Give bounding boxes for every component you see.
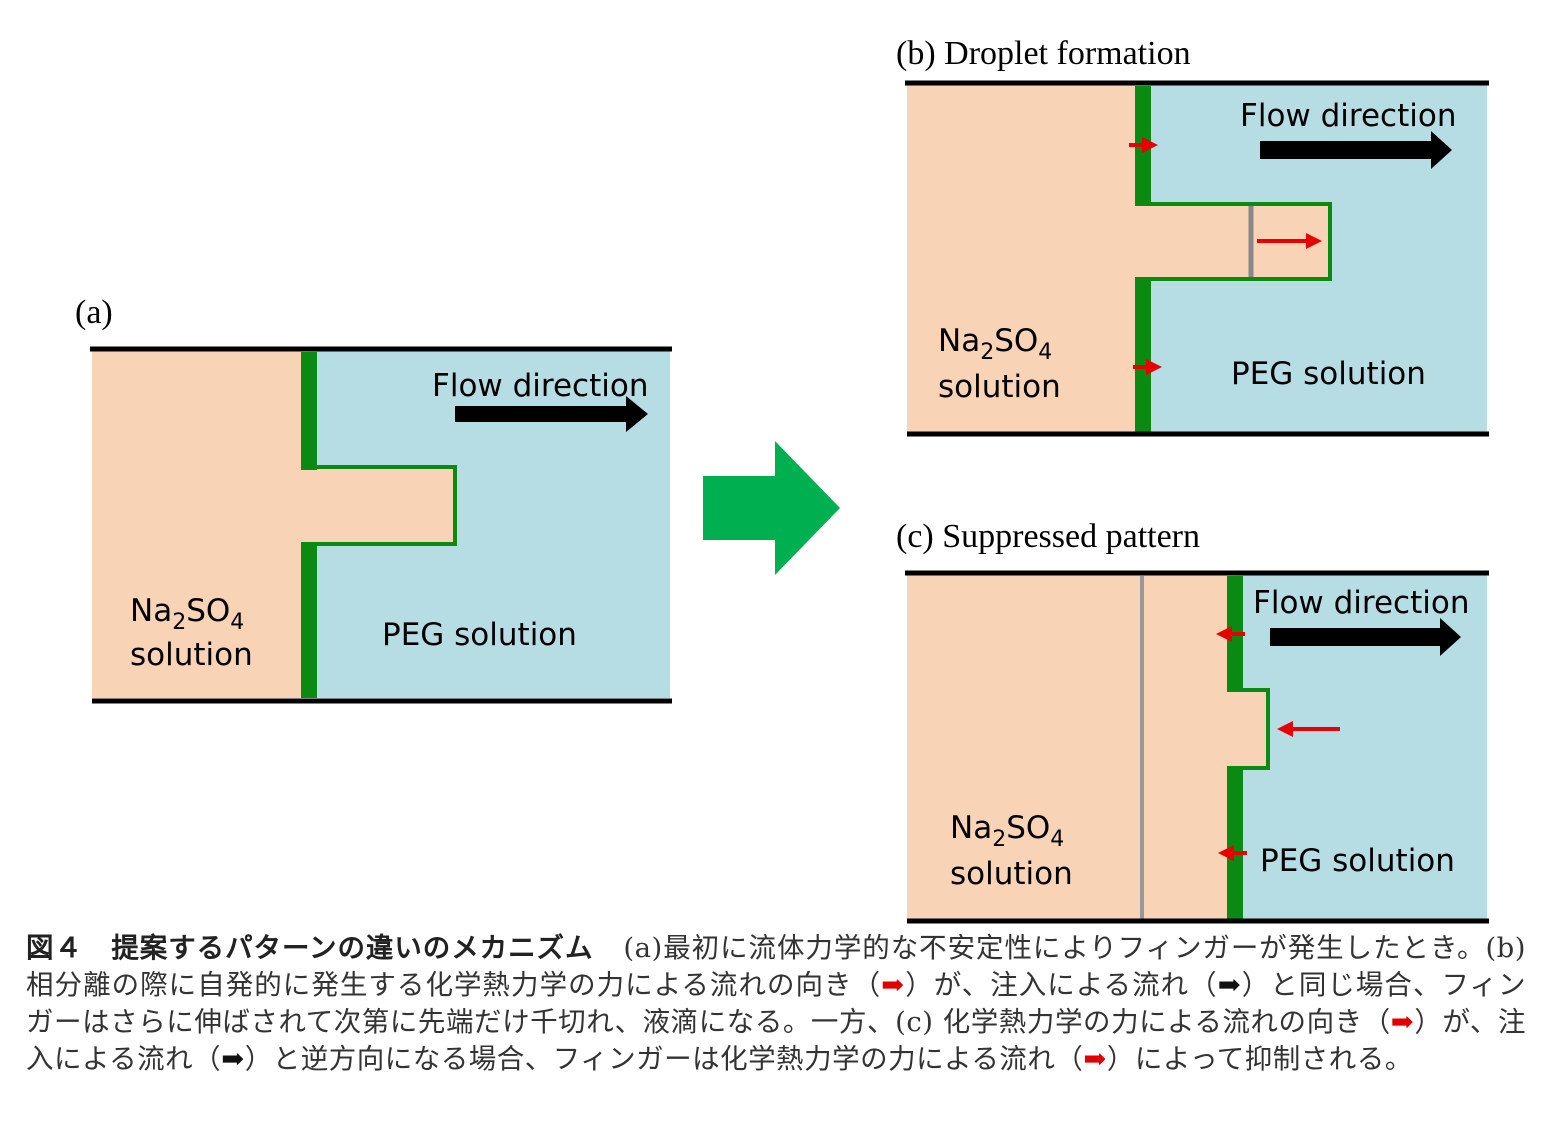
caption-text: (a)最初に流体力学的な不安定性によりフィンガーが発生したとき。(b)相分離の際… <box>26 932 1527 1001</box>
flow-arrow-icon <box>1270 618 1461 656</box>
mechanism-diagram: (a) Flow direction Na2SO4 solution PEG s… <box>75 35 1489 924</box>
na2so4-solution-label: solution <box>950 856 1073 892</box>
black-arrow-icon: ➡ <box>1217 969 1242 1001</box>
red-arrow-icon: ➡ <box>1083 1043 1107 1075</box>
panel-a-label: (a) <box>75 294 113 331</box>
panel-b: (b) Droplet formation Flow direction Na2… <box>896 35 1489 437</box>
transition-arrow-icon <box>703 441 840 575</box>
figure-caption: 図４ 提案するパターンの違いのメカニズム(a)最初に流体力学的な不安定性によりフ… <box>26 930 1526 1078</box>
red-arrow-icon: ➡ <box>881 969 905 1001</box>
panel-c: (c) Suppressed pattern Flow direction Na… <box>896 518 1489 924</box>
peg-solution-label: PEG solution <box>1231 356 1426 392</box>
caption-text: ）と同じ場合、フィンガーはさらに伸ばされて次第に先端だけ千切れ、液滴になる。一方… <box>26 969 1526 1038</box>
flow-arrow-icon <box>1260 131 1452 169</box>
finger-boundary <box>1228 688 1270 770</box>
flow-direction-label: Flow direction <box>1253 585 1469 621</box>
na2so4-region <box>92 350 453 698</box>
peg-solution-label: PEG solution <box>1260 843 1455 879</box>
na2so4-region <box>907 84 1329 434</box>
panel-a: (a) Flow direction Na2SO4 solution PEG s… <box>75 294 672 704</box>
flow-arrow-icon <box>455 396 648 432</box>
panel-c-label: (c) Suppressed pattern <box>896 518 1200 555</box>
flow-direction-label: Flow direction <box>1240 98 1456 134</box>
na2so4-solution-label: solution <box>130 637 253 673</box>
na2so4-label: Na2SO4 <box>938 323 1052 365</box>
panel-b-label: (b) Droplet formation <box>896 35 1191 72</box>
finger-boundary <box>302 465 457 546</box>
red-arrow-icon: ➡ <box>1390 1006 1415 1038</box>
caption-text: ）が、注入による流れ（ <box>904 969 1218 1001</box>
peg-solution-label: PEG solution <box>382 617 577 653</box>
finger-boundary <box>1136 202 1332 281</box>
caption-text: ）と逆方向になる場合、フィンガーは化学熱力学の力による流れ（ <box>244 1043 1084 1075</box>
black-arrow-icon: ➡ <box>221 1043 245 1075</box>
caption-text: ）が、注入による流れ（ <box>26 1006 1526 1075</box>
caption-text: ）によって抑制される。 <box>1106 1043 1413 1075</box>
flow-direction-label: Flow direction <box>432 368 648 404</box>
na2so4-solution-label: solution <box>938 369 1061 405</box>
na2so4-label: Na2SO4 <box>130 593 244 635</box>
na2so4-region <box>907 574 1268 920</box>
caption-title: 図４ 提案するパターンの違いのメカニズム <box>26 932 594 964</box>
na2so4-label: Na2SO4 <box>950 810 1064 852</box>
